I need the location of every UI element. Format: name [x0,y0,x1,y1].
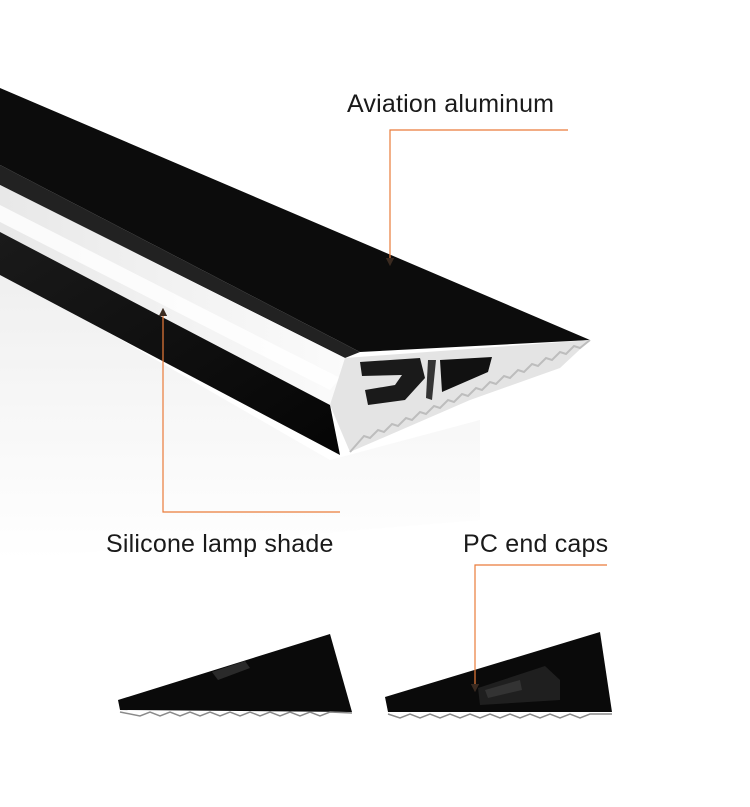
aluminum-profile-lip [0,232,340,455]
leader-line-silicone [158,307,340,513]
aluminum-profile-top [0,88,590,352]
leader-line-aviation [385,129,568,267]
callout-silicone-lamp-shade: Silicone lamp shade [106,530,334,558]
aluminum-profile-rim [0,165,360,358]
profile-cavity-1 [360,358,425,405]
silicone-diffuser [0,185,420,405]
leader-line-pc [470,564,607,693]
callout-pc-end-caps: PC end caps [463,530,609,558]
end-cap-right-serrations [387,713,612,719]
end-cap-left-serrations [119,711,353,717]
callout-aviation-aluminum: Aviation aluminum [347,90,555,118]
profile-cavity-2 [440,357,492,392]
floor-reflection [0,270,480,560]
profile-serrations [349,339,591,453]
